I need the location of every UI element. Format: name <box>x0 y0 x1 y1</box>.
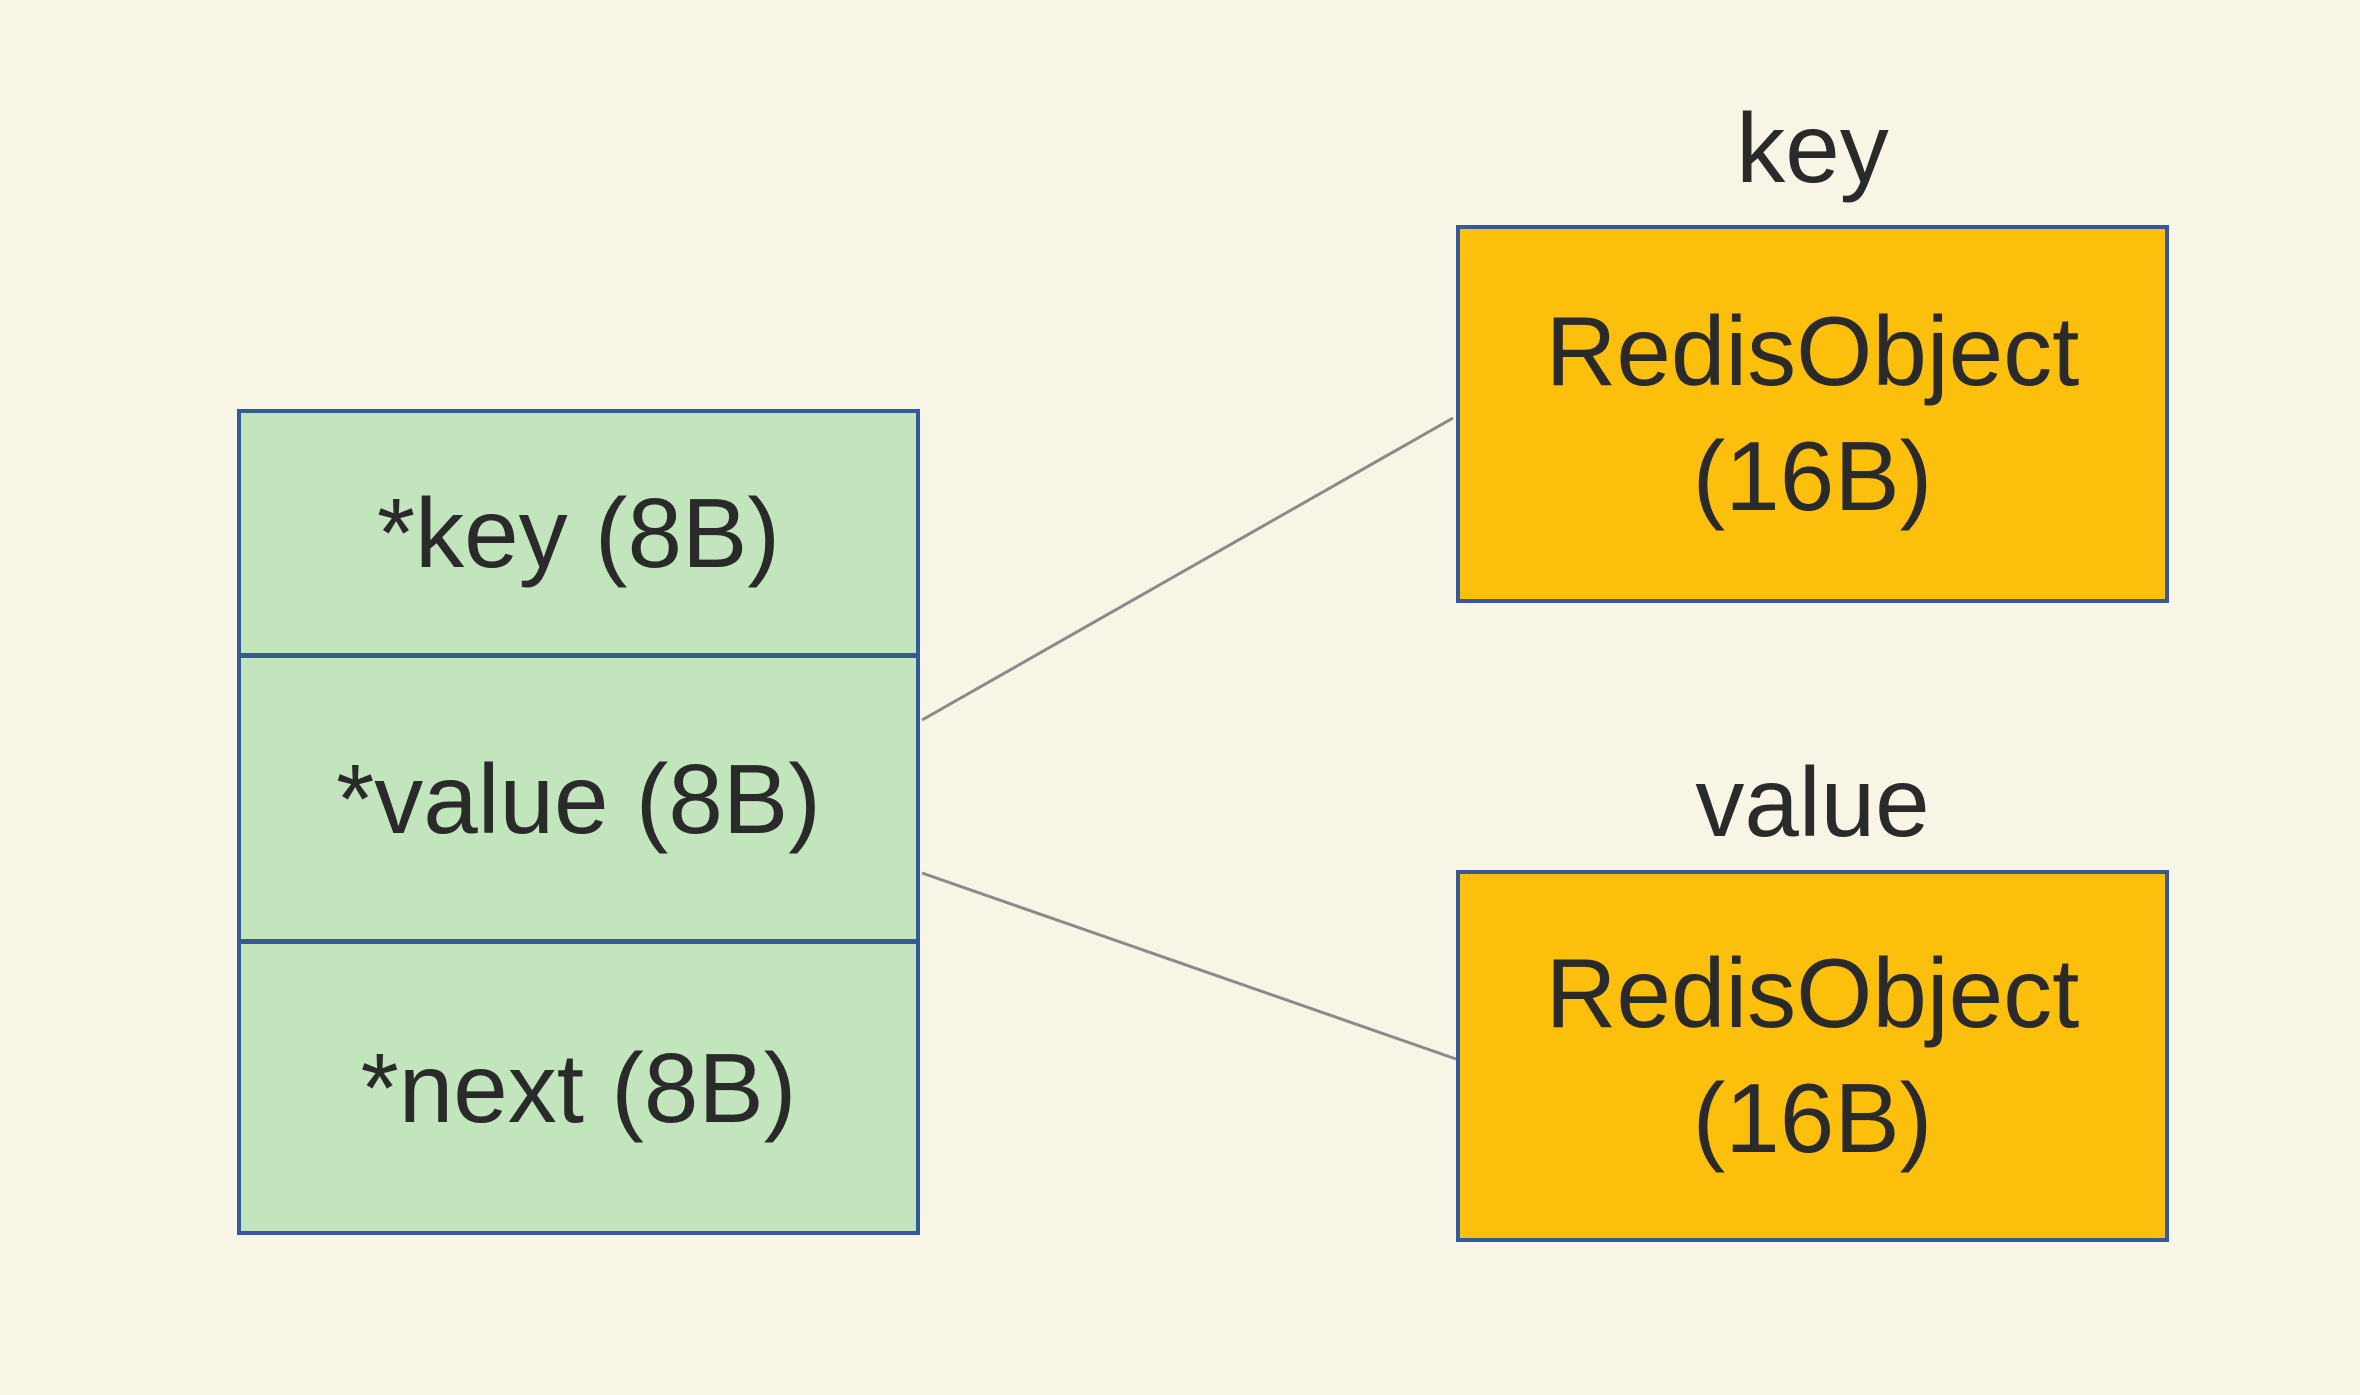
key-object-title: key <box>1736 93 1889 203</box>
struct-row-value-label: *value (8B) <box>336 743 821 854</box>
key-redis-object-box: RedisObject (16B) <box>1456 225 2169 603</box>
struct-row-key: *key (8B) <box>241 413 916 653</box>
key-redis-object-size: (16B) <box>1692 421 1933 531</box>
struct-row-next-label: *next (8B) <box>360 1032 797 1143</box>
value-redis-object-box: RedisObject (16B) <box>1456 870 2169 1242</box>
struct-row-value: *value (8B) <box>241 652 916 940</box>
dictentry-struct-table: *key (8B) *value (8B) *next (8B) <box>237 409 920 1235</box>
connector-to-key-object <box>921 416 1454 722</box>
struct-row-next: *next (8B) <box>241 939 916 1231</box>
connector-to-value-object <box>921 871 1457 1061</box>
value-redis-object-name: RedisObject <box>1545 937 2080 1048</box>
struct-row-key-label: *key (8B) <box>376 477 780 588</box>
key-redis-object-name: RedisObject <box>1545 295 2080 406</box>
value-redis-object-size: (16B) <box>1692 1063 1933 1173</box>
value-object-title: value <box>1695 747 1930 857</box>
